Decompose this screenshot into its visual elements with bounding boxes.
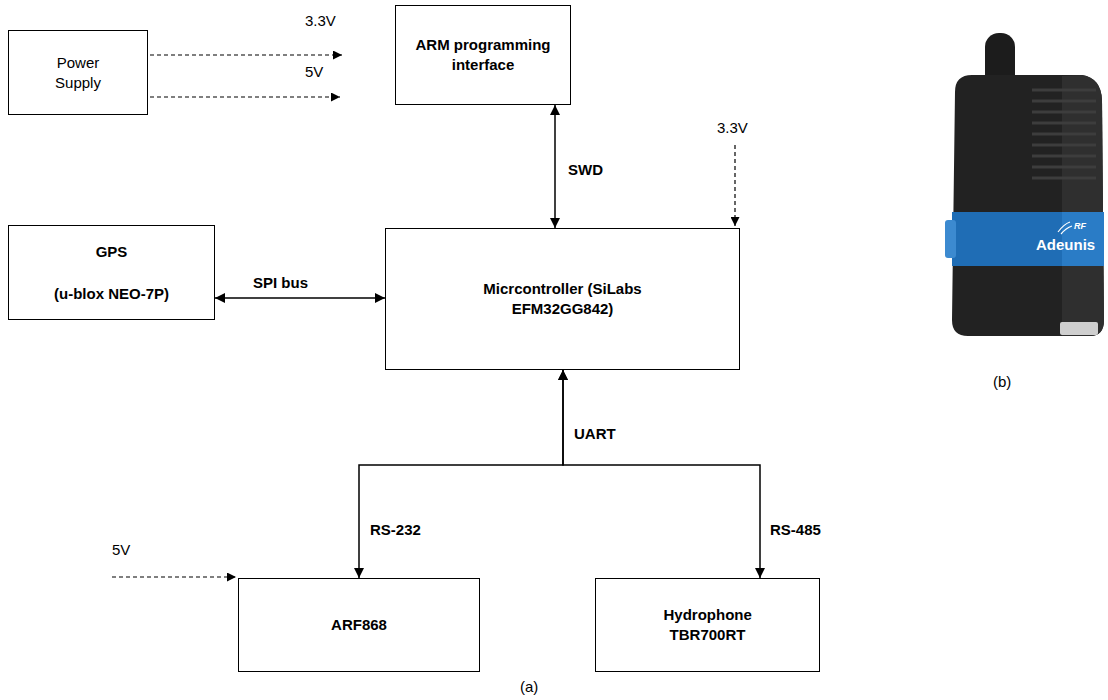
box-title: GPS bbox=[96, 242, 128, 262]
box-title: Hydrophone TBR700RT bbox=[664, 605, 752, 645]
radio-modem-box: ARF868 bbox=[238, 578, 480, 672]
power-supply-box: Power Supply bbox=[8, 30, 148, 115]
voltage-label: 5V bbox=[305, 62, 323, 82]
signal-connector bbox=[215, 297, 385, 299]
side-button bbox=[945, 220, 956, 258]
signal-connector bbox=[554, 105, 556, 228]
blue-band bbox=[952, 212, 1104, 266]
panel-label: (a) bbox=[520, 677, 538, 697]
signal-connector bbox=[563, 370, 760, 578]
voltage-label: 3.3V bbox=[305, 11, 336, 31]
box-title: ARF868 bbox=[331, 615, 387, 635]
box-subtitle: (u-blox NEO-7P) bbox=[54, 284, 169, 304]
power-rail-arrow bbox=[112, 576, 236, 577]
logo-waves bbox=[1058, 222, 1072, 234]
signal-connector bbox=[359, 370, 563, 578]
hydrophone-box: Hydrophone TBR700RT bbox=[595, 578, 820, 672]
bus-label: SWD bbox=[568, 160, 603, 180]
box-title: ARM programming interface bbox=[404, 35, 562, 75]
mounting-clip bbox=[1060, 322, 1098, 335]
logo-text: RF bbox=[1074, 220, 1086, 232]
bus-label: RS-232 bbox=[370, 520, 421, 540]
box-title: Power Supply bbox=[55, 53, 101, 93]
microcontroller-box: Micrcontroller (SiLabs EFM32GG842) bbox=[385, 228, 740, 370]
device-body bbox=[952, 75, 1104, 336]
vents bbox=[1032, 90, 1096, 178]
panel-label: (b) bbox=[993, 372, 1011, 392]
bus-label: SPI bus bbox=[253, 273, 308, 293]
bus-label: RS-485 bbox=[770, 520, 821, 540]
logo-text: Adeunis bbox=[1036, 236, 1095, 254]
device-side bbox=[1062, 75, 1104, 336]
voltage-label: 3.3V bbox=[717, 118, 748, 138]
gps-box: GPS (u-blox NEO-7P) bbox=[8, 225, 215, 320]
box-title: Micrcontroller (SiLabs EFM32GG842) bbox=[483, 279, 643, 319]
bus-label: UART bbox=[574, 424, 616, 444]
voltage-label: 5V bbox=[112, 540, 130, 560]
power-rail-arrow bbox=[150, 96, 340, 97]
power-rail-arrow bbox=[734, 145, 735, 226]
programming-interface-box: ARM programming interface bbox=[395, 5, 571, 105]
power-rail-arrow bbox=[150, 54, 342, 55]
device-photo bbox=[945, 33, 1104, 336]
